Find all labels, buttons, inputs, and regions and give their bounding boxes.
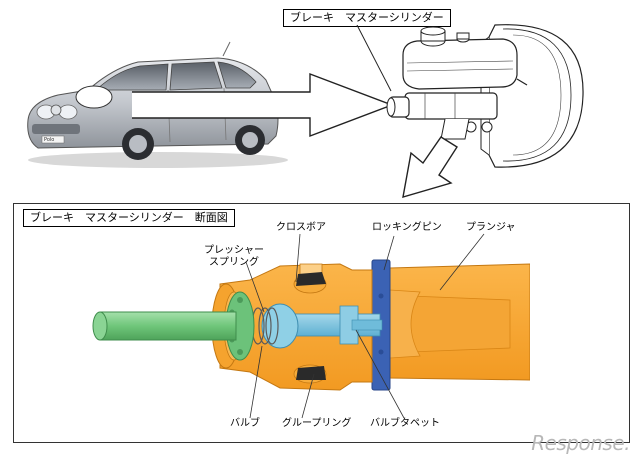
- callout-valve: バルブ: [230, 418, 260, 429]
- response-watermark: Response.: [531, 431, 630, 455]
- car-badge: Polo: [44, 137, 55, 143]
- top-title: ブレーキ マスターシリンダー: [283, 9, 451, 27]
- section-title: ブレーキ マスターシリンダー 断面図: [23, 209, 235, 227]
- section-frame: [13, 203, 630, 443]
- callout-valve-tappet: バルブタペット: [370, 418, 440, 429]
- callout-locking-pin: ロッキングピン: [372, 222, 442, 233]
- top-title-leader: [356, 25, 392, 92]
- master-cylinder-drawing: [386, 24, 584, 168]
- callout-pressure-spring: プレッシャー スプリング: [204, 245, 264, 268]
- callout-crossbore: クロスボア: [276, 222, 326, 233]
- callout-groove-ring: グループリング: [282, 418, 352, 429]
- callout-plunger: プランジャ: [466, 222, 516, 233]
- arrow-down-icon: [402, 136, 458, 198]
